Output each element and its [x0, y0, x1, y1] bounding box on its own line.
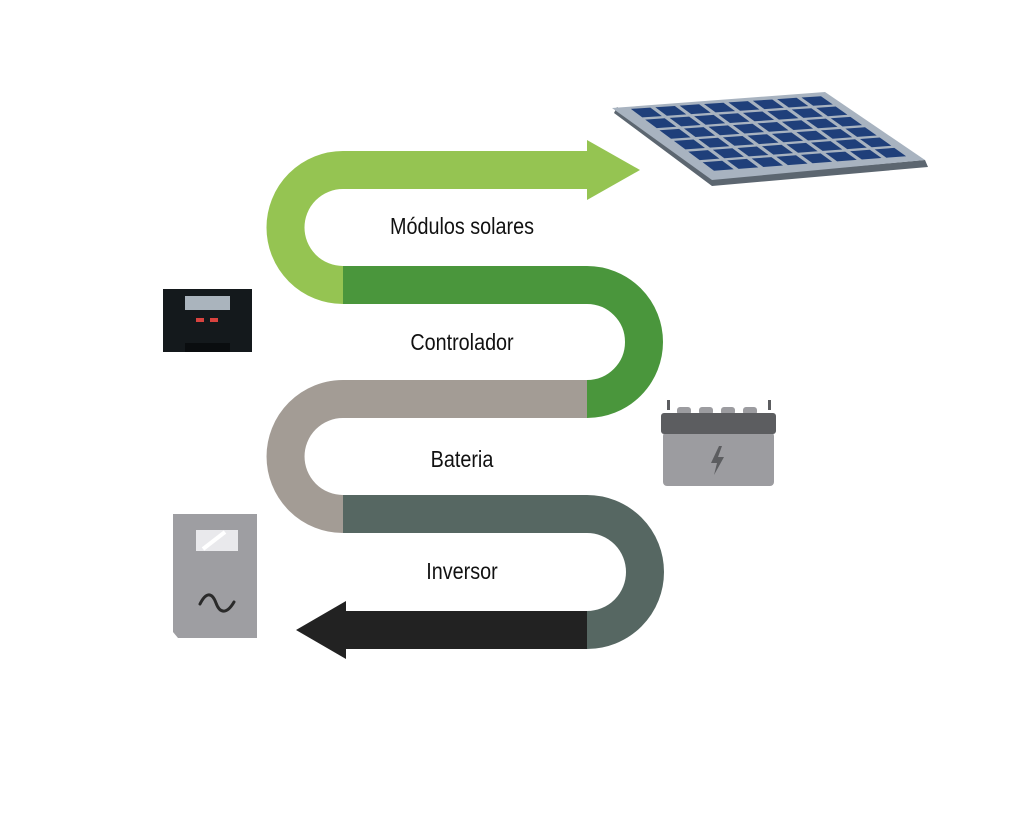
solar-cell — [845, 127, 877, 137]
flow-segment-battery — [266, 380, 587, 533]
solar-cell — [806, 118, 838, 129]
inverter-icon — [173, 514, 257, 638]
solar-cell — [825, 151, 857, 162]
solar-cell — [761, 144, 794, 155]
solar-cell — [757, 122, 789, 132]
solar-cell — [777, 97, 809, 108]
solar-cell — [781, 120, 814, 130]
solar-cell — [801, 96, 833, 106]
solar-cell — [796, 130, 828, 141]
solar-cell — [727, 158, 759, 169]
controller-light-right — [210, 318, 218, 322]
solar-cell — [752, 99, 784, 110]
battery-terminal-right — [768, 400, 771, 410]
sine-wave-icon — [198, 593, 236, 613]
solar-cell — [698, 137, 730, 148]
solar-cell — [835, 139, 867, 150]
solar-cell — [712, 148, 744, 159]
solar-cell — [737, 146, 769, 157]
flow-segment-controller — [343, 266, 663, 418]
flow-ribbon — [266, 140, 664, 659]
solar-cell — [747, 134, 779, 145]
bolt-icon — [711, 446, 724, 475]
battery-lid — [661, 413, 776, 434]
label-controlador: Controlador — [410, 330, 513, 356]
solar-cell — [702, 160, 734, 171]
solar-cell — [820, 129, 853, 139]
solar-panel-edge — [614, 107, 928, 186]
solar-cell — [751, 157, 783, 167]
solar-cell — [684, 127, 716, 137]
solar-cell — [679, 104, 711, 115]
solar-cell — [630, 107, 662, 118]
solar-cell — [655, 106, 687, 116]
solar-cell — [645, 118, 677, 129]
label-modulos-solares: Módulos solares — [390, 214, 534, 240]
solar-cell — [776, 155, 808, 166]
solar-panel-cells — [630, 96, 907, 171]
charge-controller-icon — [163, 289, 252, 352]
solar-cell — [786, 142, 818, 153]
solar-panel-icon — [612, 92, 928, 186]
battery-icon — [661, 400, 776, 486]
label-inversor: Inversor — [426, 559, 497, 585]
solar-cell — [694, 114, 726, 125]
solar-cell — [830, 116, 863, 127]
step-labels: Módulos solares Controlador Bateria Inve… — [390, 214, 534, 585]
solar-cell — [874, 147, 907, 158]
solar-cell — [708, 125, 740, 136]
solar-cell — [722, 136, 755, 146]
flow-segment-inverter — [343, 495, 664, 649]
flow-segment-modules — [266, 151, 590, 304]
solar-cell — [669, 116, 701, 127]
solar-cell — [800, 153, 833, 164]
solar-cell — [659, 128, 691, 139]
solar-cell — [860, 137, 892, 148]
controller-bottom-strip — [185, 343, 230, 352]
battery-terminal-left — [667, 400, 670, 410]
solar-cell — [791, 108, 823, 118]
label-bateria: Bateria — [431, 447, 494, 473]
solar-cell — [811, 141, 843, 151]
solar-cell — [688, 150, 720, 161]
flow-arrowhead-to-panel — [587, 140, 640, 200]
solar-cell — [742, 111, 775, 122]
solar-cell — [771, 132, 804, 143]
solar-cell — [673, 139, 705, 150]
inverter-screen-glare — [201, 530, 227, 551]
controller-light-left — [196, 318, 204, 322]
solar-cell — [718, 113, 750, 123]
solar-cell — [728, 101, 760, 111]
solar-cell — [767, 109, 799, 120]
solar-cell — [704, 102, 736, 113]
flow-arrowhead-output — [296, 601, 346, 659]
solar-cell — [816, 106, 848, 117]
solar-cell — [850, 149, 882, 160]
solar-cell — [732, 123, 765, 134]
controller-screen — [185, 296, 230, 310]
